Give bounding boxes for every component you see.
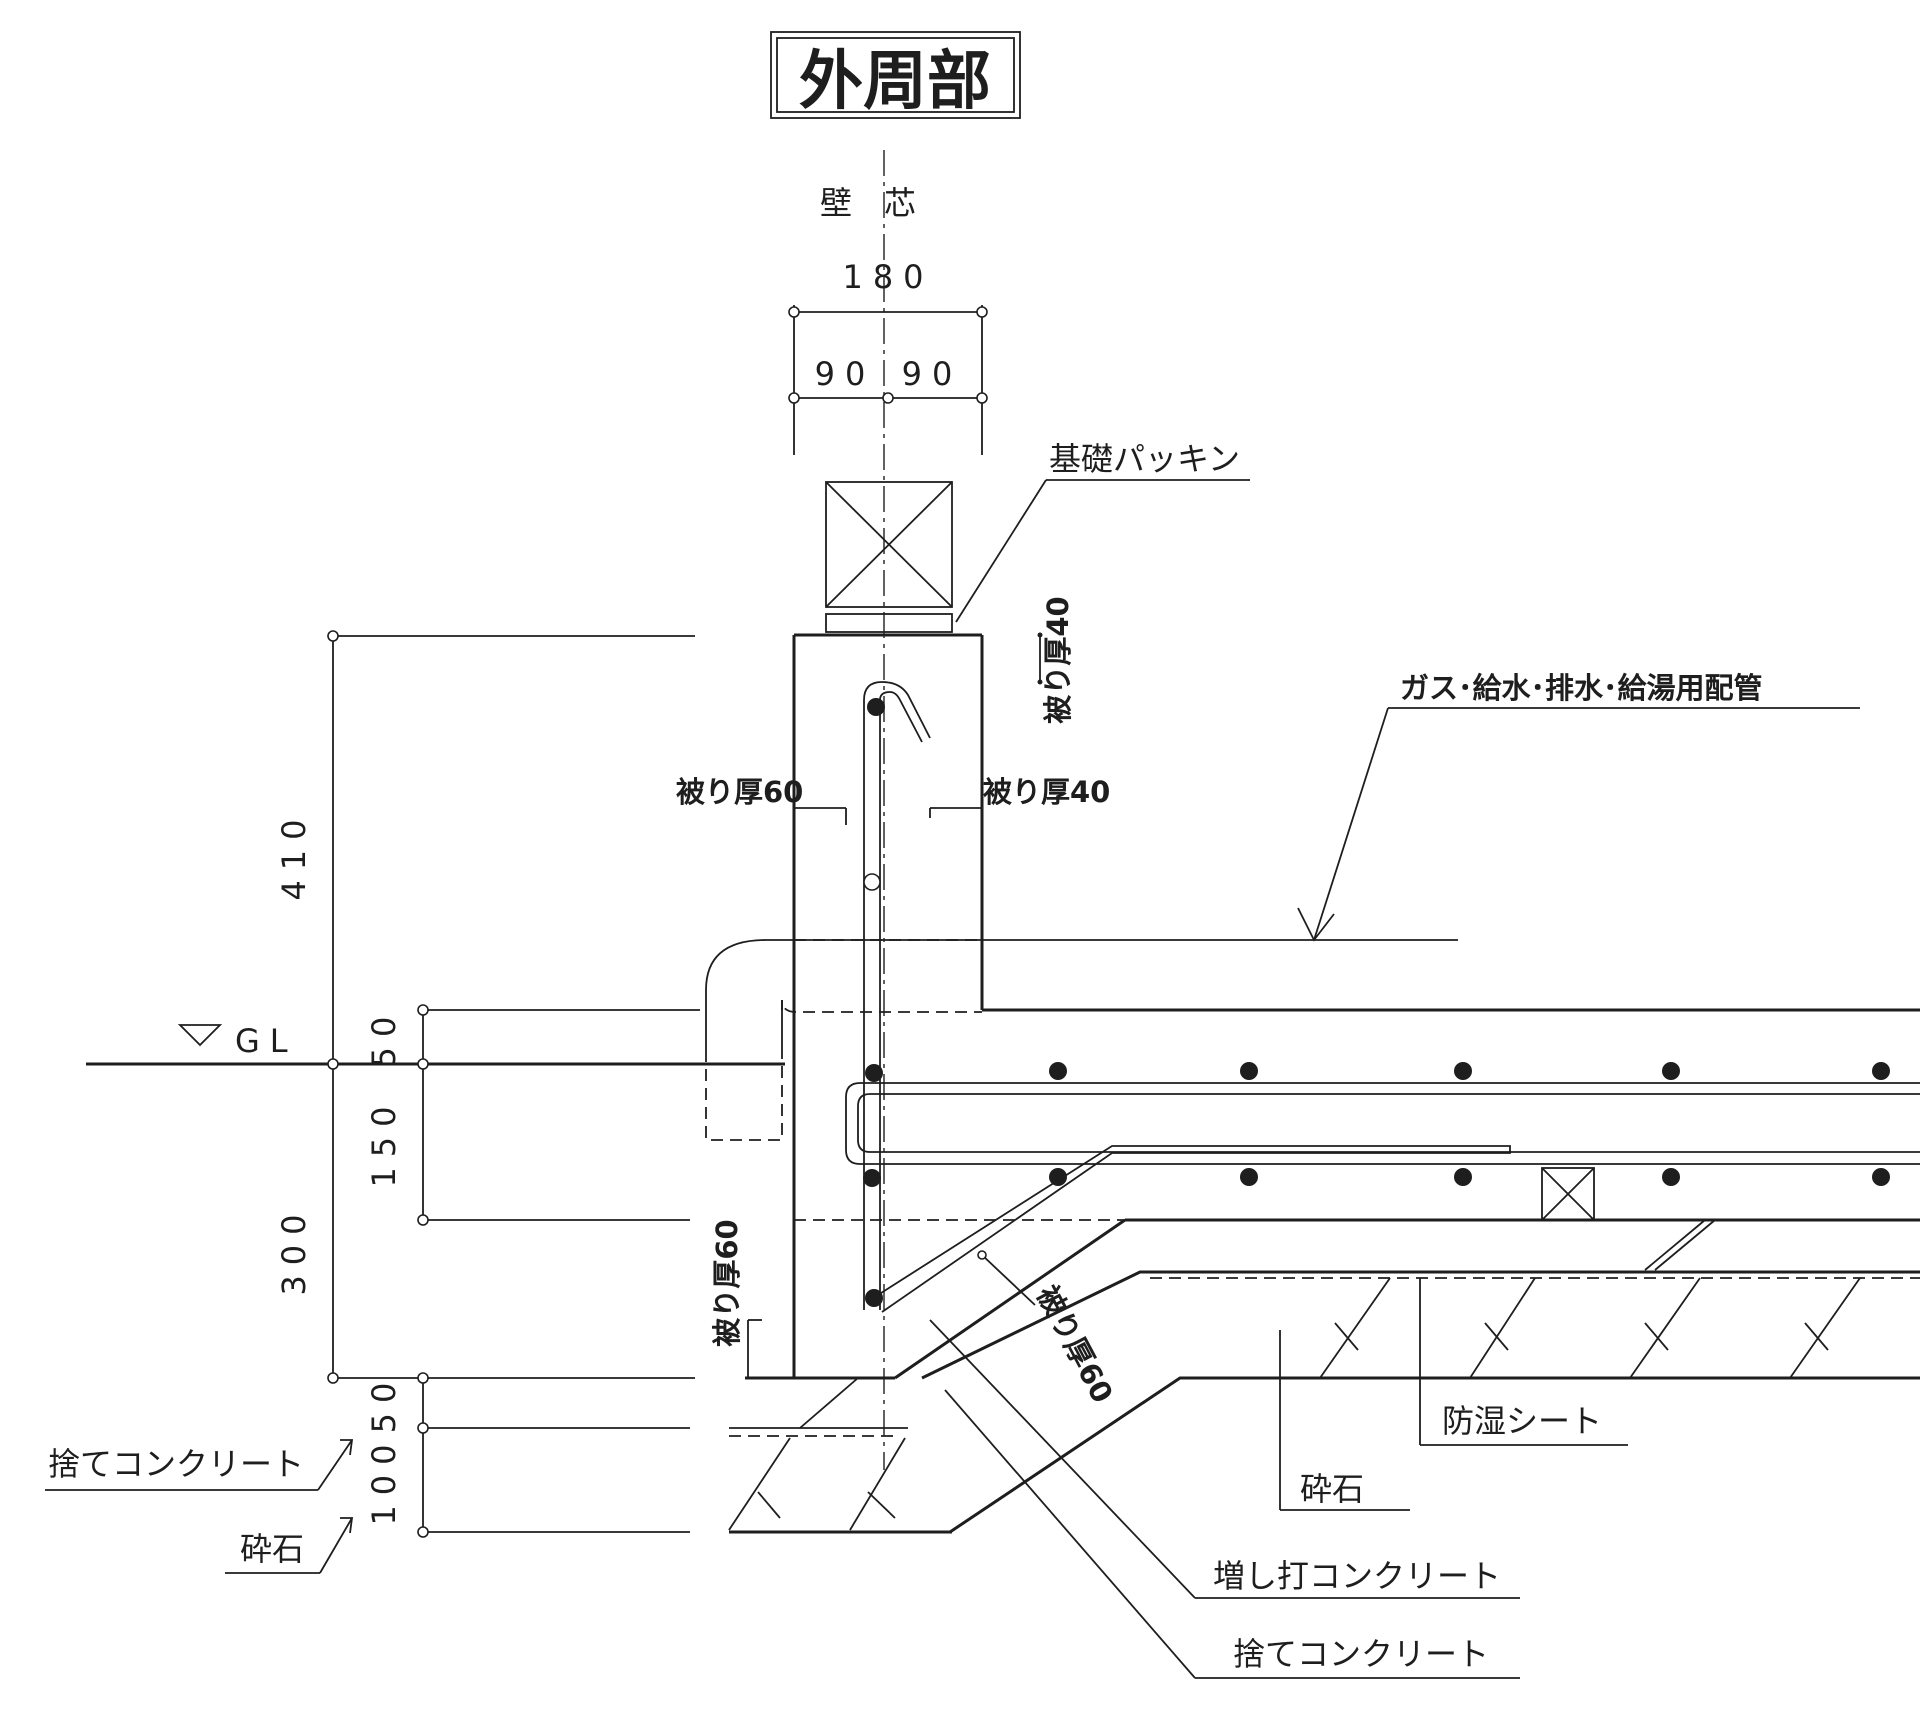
label-lean-concrete-left: 捨てコンクリート [48, 1445, 304, 1483]
sleeper-block [1541, 1167, 1595, 1221]
label-cover-slope: 被り厚60 [1030, 1280, 1120, 1408]
dim-half-left: 90 [815, 355, 876, 393]
dim-50-upper: 50 [365, 1007, 403, 1068]
foundation-outline [745, 633, 1920, 1380]
extra-concrete-leader [929, 1319, 1520, 1599]
pipe-lower [705, 1010, 783, 1141]
slab-rebar [845, 1062, 1920, 1313]
lean-concrete-left-leader [45, 1439, 354, 1491]
wall-center-label: 壁 芯 [820, 184, 916, 222]
label-crushed-stone-right: 砕石 [1300, 1470, 1364, 1508]
label-cover-right: 被り厚40 [983, 775, 1110, 809]
gl-marker: GL [177, 1022, 298, 1060]
foundation-packing [825, 613, 953, 633]
dim-410: 410 [275, 809, 313, 900]
top-dimensions: 180 90 90 [788, 258, 988, 455]
dim-300: 300 [275, 1204, 313, 1295]
dim-100: 100 [365, 1434, 403, 1525]
label-extra-concrete: 増し打コンクリート [1213, 1557, 1501, 1595]
sill-block [825, 481, 953, 633]
lean-concrete-right-leader [944, 1389, 1520, 1679]
label-cover-bottom: 被り厚60 [710, 1219, 744, 1346]
drawing-title: 外周部 [799, 45, 991, 119]
label-cover-top: 被り厚40 [1041, 596, 1075, 723]
right-subgrade [921, 1219, 1920, 1534]
label-cover-left: 被り厚60 [676, 775, 803, 809]
label-crushed-stone-left: 砕石 [240, 1530, 304, 1568]
title-box: 外周部 [770, 31, 1021, 119]
dim-half-right: 90 [902, 355, 963, 393]
label-piping: ガス･給水･排水･給湯用配管 [1400, 671, 1763, 705]
cover-markers [747, 632, 1043, 1378]
dim-50-lower: 50 [365, 1373, 403, 1434]
piping-leader [1297, 707, 1860, 942]
wall-rebar [863, 681, 931, 1310]
packing-leader [955, 479, 1250, 623]
crushed-stone-right-leader [1279, 1330, 1410, 1511]
dim-150: 150 [365, 1096, 403, 1187]
pipe-upper [705, 939, 1458, 1013]
moisture-sheet-leader [1419, 1278, 1628, 1446]
label-lean-concrete-right: 捨てコンクリート [1233, 1635, 1489, 1673]
dim-wall-width: 180 [842, 258, 933, 296]
crushed-stone-left-leader [225, 1517, 354, 1574]
left-subgrade [728, 1377, 952, 1534]
left-dimensions [327, 630, 700, 1538]
gl-label: GL [235, 1022, 298, 1060]
label-foundation-packing: 基礎パッキン [1049, 440, 1240, 478]
label-moisture-sheet: 防湿シート [1442, 1402, 1602, 1440]
